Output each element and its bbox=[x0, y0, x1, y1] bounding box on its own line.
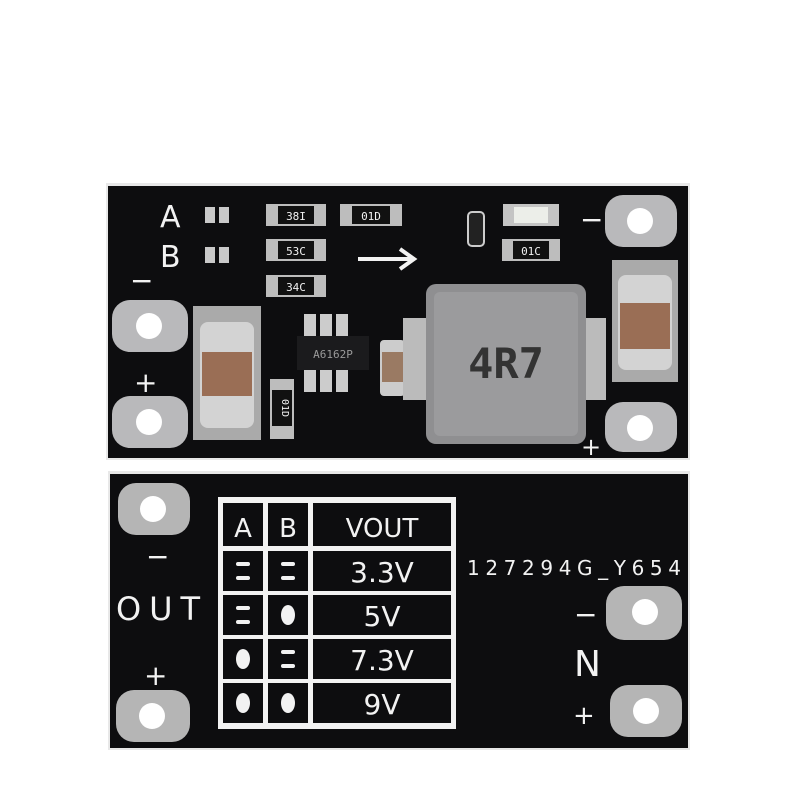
resistor-r6: 01D bbox=[270, 379, 294, 439]
out-minus-label: − bbox=[146, 540, 169, 573]
table-row: 7.3V bbox=[223, 639, 451, 679]
small-capacitor bbox=[467, 211, 485, 247]
svg-text:01D: 01D bbox=[279, 399, 290, 417]
capacitor-right bbox=[612, 260, 678, 382]
jumper-state-b-open bbox=[281, 562, 295, 580]
resistor-r1: 38I bbox=[266, 204, 326, 226]
resistor-r2: 01D bbox=[340, 204, 402, 226]
jumper-label-a: A bbox=[160, 200, 181, 235]
jumper-state-a-closed bbox=[236, 693, 250, 713]
solder-pad-in-minus[interactable] bbox=[605, 195, 677, 247]
capacitor-small bbox=[380, 340, 405, 396]
jumper-state-a-open bbox=[236, 606, 250, 624]
polarity-plus-right: + bbox=[581, 433, 601, 461]
ic-chip: A6162P bbox=[297, 314, 369, 392]
jumper-state-b-closed bbox=[281, 693, 295, 713]
out-label: OUT bbox=[116, 590, 200, 628]
polarity-minus-right: − bbox=[580, 203, 603, 236]
solder-pad-in-minus-back[interactable] bbox=[606, 586, 682, 640]
led bbox=[503, 204, 559, 226]
capacitor-left bbox=[193, 306, 261, 440]
jumper-state-b-open bbox=[281, 650, 295, 668]
resistor-r3: 53C bbox=[266, 239, 326, 261]
arrow-icon bbox=[358, 247, 418, 271]
top-board: A B 38I 01D 53C 34C 01C − − + + A6162P 0… bbox=[106, 183, 690, 461]
table-row: 5V bbox=[223, 595, 451, 635]
vout-value: 5V bbox=[364, 600, 401, 633]
header-b: B bbox=[279, 514, 297, 544]
inductor-marking: 4R7 bbox=[468, 339, 544, 388]
resistor-r4: 34C bbox=[266, 275, 326, 297]
vout-value: 3.3V bbox=[350, 556, 414, 589]
in-plus-label: + bbox=[573, 701, 595, 731]
ic-marking: A6162P bbox=[313, 348, 353, 361]
svg-text:38I: 38I bbox=[286, 210, 306, 223]
jumper-state-a-closed bbox=[236, 649, 250, 669]
jumper-pad-a bbox=[205, 207, 229, 223]
jumper-pad-b bbox=[205, 247, 229, 263]
solder-pad-out-minus-back[interactable] bbox=[118, 483, 190, 535]
bottom-board: − OUT + − N + 127294G_Y654 A B VOUT 3.3V… bbox=[108, 471, 690, 750]
svg-text:01D: 01D bbox=[361, 210, 381, 223]
table-row: 9V bbox=[223, 683, 451, 723]
solder-pad-out-plus[interactable] bbox=[112, 396, 188, 448]
solder-pad-in-plus[interactable] bbox=[605, 402, 677, 452]
jumper-state-a-open bbox=[236, 562, 250, 580]
svg-text:34C: 34C bbox=[286, 281, 306, 294]
solder-pad-out-plus-back[interactable] bbox=[116, 690, 190, 742]
vout-table: A B VOUT 3.3V 5V 7.3V 9V bbox=[218, 497, 456, 729]
polarity-plus-left: + bbox=[134, 366, 157, 399]
solder-pad-out-minus[interactable] bbox=[112, 300, 188, 352]
jumper-state-b-closed bbox=[281, 605, 295, 625]
solder-pad-in-plus-back[interactable] bbox=[610, 685, 682, 737]
table-row: 3.3V bbox=[223, 551, 451, 591]
polarity-minus-left: − bbox=[130, 264, 153, 297]
inductor: 4R7 bbox=[403, 284, 606, 444]
in-minus-label: − bbox=[574, 598, 597, 631]
header-vout: VOUT bbox=[346, 514, 419, 544]
jumper-label-b: B bbox=[160, 240, 181, 275]
in-label: N bbox=[574, 644, 601, 685]
out-plus-label: + bbox=[144, 659, 167, 692]
vout-value: 7.3V bbox=[350, 644, 414, 677]
svg-text:01C: 01C bbox=[521, 245, 541, 258]
resistor-r5: 01C bbox=[502, 239, 560, 261]
header-a: A bbox=[234, 514, 252, 544]
vout-value: 9V bbox=[364, 688, 401, 721]
svg-text:53C: 53C bbox=[286, 245, 306, 258]
